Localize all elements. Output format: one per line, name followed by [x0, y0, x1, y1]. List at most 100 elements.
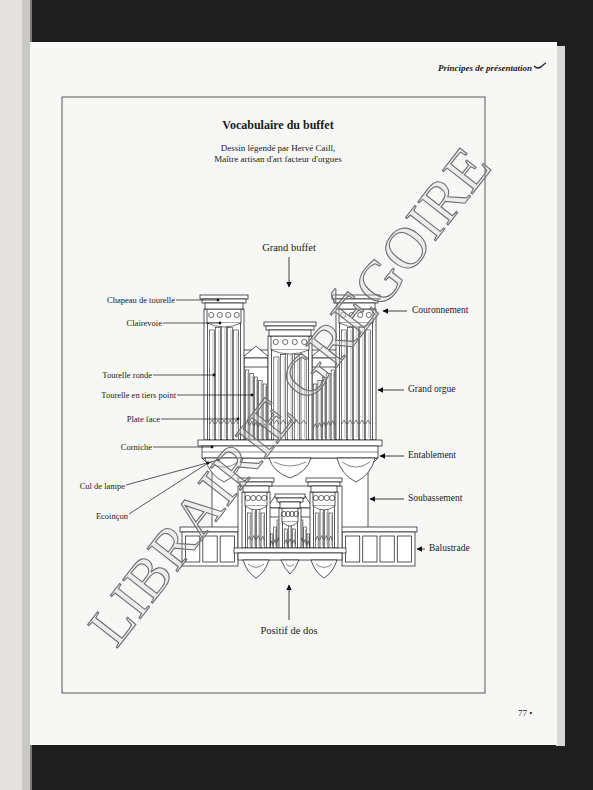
balustrade-panel	[363, 536, 377, 562]
organ-pipe	[316, 513, 319, 548]
pipe-shade	[258, 512, 259, 546]
carved-scroll	[324, 495, 329, 500]
organ-pipe	[248, 513, 251, 548]
leader-line	[163, 323, 220, 324]
pipe-mouth	[257, 536, 260, 540]
organ-pipe	[252, 510, 255, 548]
carved-scroll	[256, 495, 261, 500]
flat-clairevoie	[244, 358, 268, 367]
pipe-mouth	[331, 421, 334, 425]
pipe-mouth	[261, 536, 264, 540]
cul-de-lampe	[311, 560, 337, 578]
pipe-shade	[331, 515, 332, 546]
tower-column	[204, 309, 208, 440]
pipe-mouth	[304, 539, 307, 543]
pipe-mouth	[329, 536, 332, 540]
tower-cap	[275, 494, 305, 498]
organ-pipe	[210, 330, 215, 440]
pointer-arrow	[289, 257, 290, 287]
pipe-mouth	[322, 422, 325, 426]
positif-cornice	[234, 548, 346, 553]
right-page	[30, 42, 557, 745]
tower-cap	[311, 486, 337, 492]
tower-cap	[277, 498, 303, 502]
cul-de-lampe	[337, 458, 375, 482]
leader-dot	[217, 299, 220, 302]
pointer-arrow	[289, 585, 290, 620]
tower-back	[312, 492, 336, 548]
carved-fringe	[207, 323, 241, 327]
pipe-shade	[254, 512, 255, 546]
balustrade-panel	[380, 536, 394, 562]
organ-pipe	[307, 534, 310, 548]
leader-dot	[213, 374, 216, 377]
carved-scroll	[234, 312, 239, 317]
pipe-mouth	[314, 424, 317, 428]
part-label: Couronnement	[412, 305, 468, 316]
clairevoie-panel	[207, 309, 241, 323]
pipe-shade	[249, 515, 250, 546]
pipe-mouth	[316, 536, 319, 540]
organ-pipe	[284, 529, 287, 548]
pipe-shade	[275, 529, 276, 546]
pipe-shade	[294, 531, 295, 546]
organ-pipe	[304, 527, 307, 548]
pipe-mouth	[327, 421, 330, 425]
part-label: Grand orgue	[408, 384, 456, 395]
organ-pipe	[270, 534, 273, 548]
organ-pipe	[292, 529, 295, 548]
running-header: Principes de présentation	[438, 63, 532, 74]
clairevoie-panel	[313, 492, 335, 506]
organ-pipe	[288, 524, 291, 548]
pointer-arrow	[417, 549, 425, 550]
part-label: Chapeau de tourelle	[107, 295, 175, 305]
pipe-shade	[290, 526, 291, 546]
organ-pipe	[325, 510, 328, 548]
leader-line	[153, 447, 212, 448]
balustrade-body	[342, 532, 415, 566]
pointer-arrow	[370, 499, 404, 500]
organ-pipe	[216, 328, 221, 441]
pipe-mouth	[252, 536, 255, 540]
pipe-mouth	[366, 420, 371, 424]
part-label: Tourelle en tiers point	[101, 390, 176, 400]
leader-line	[176, 300, 218, 301]
pointer-arrow	[378, 390, 404, 391]
tower-cap	[205, 303, 243, 309]
part-label: Ecoinçon	[96, 511, 128, 521]
pipe-mouth	[248, 536, 251, 540]
pipe-shade	[326, 512, 327, 546]
part-label: Clairevoie	[127, 318, 162, 328]
pipe-mouth	[360, 420, 365, 424]
carved-scroll	[209, 312, 214, 317]
tower-cap	[308, 482, 340, 486]
pipe-shade	[322, 512, 323, 546]
carved-scroll	[273, 339, 278, 344]
pipe-shade	[305, 529, 306, 546]
organ-pipe	[257, 510, 260, 548]
tower-cap	[306, 478, 342, 482]
tower-cap	[280, 502, 300, 508]
part-label: Soubassement	[408, 493, 462, 504]
pipe-mouth	[320, 536, 323, 540]
lamp-ornament	[286, 564, 294, 566]
organ-pipe	[261, 513, 264, 548]
part-label: Tourelle ronde	[102, 370, 152, 380]
balustrade-panel	[220, 536, 234, 562]
lamp-ornament	[248, 564, 264, 567]
pipe-mouth	[325, 536, 328, 540]
pipe-mouth	[210, 420, 215, 424]
figure-title: Vocabulaire du buffet	[222, 118, 333, 132]
carved-fringe	[313, 506, 335, 510]
balustrade-panel	[397, 536, 411, 562]
tower-cap	[202, 299, 246, 303]
tower-cap	[200, 295, 248, 299]
pipe-shade	[302, 522, 303, 546]
organ-pipe	[320, 510, 323, 548]
pipe-shade	[286, 531, 287, 546]
header-ornament	[534, 63, 546, 68]
lamp-ornament	[316, 564, 332, 567]
pipe-mouth	[342, 420, 347, 424]
